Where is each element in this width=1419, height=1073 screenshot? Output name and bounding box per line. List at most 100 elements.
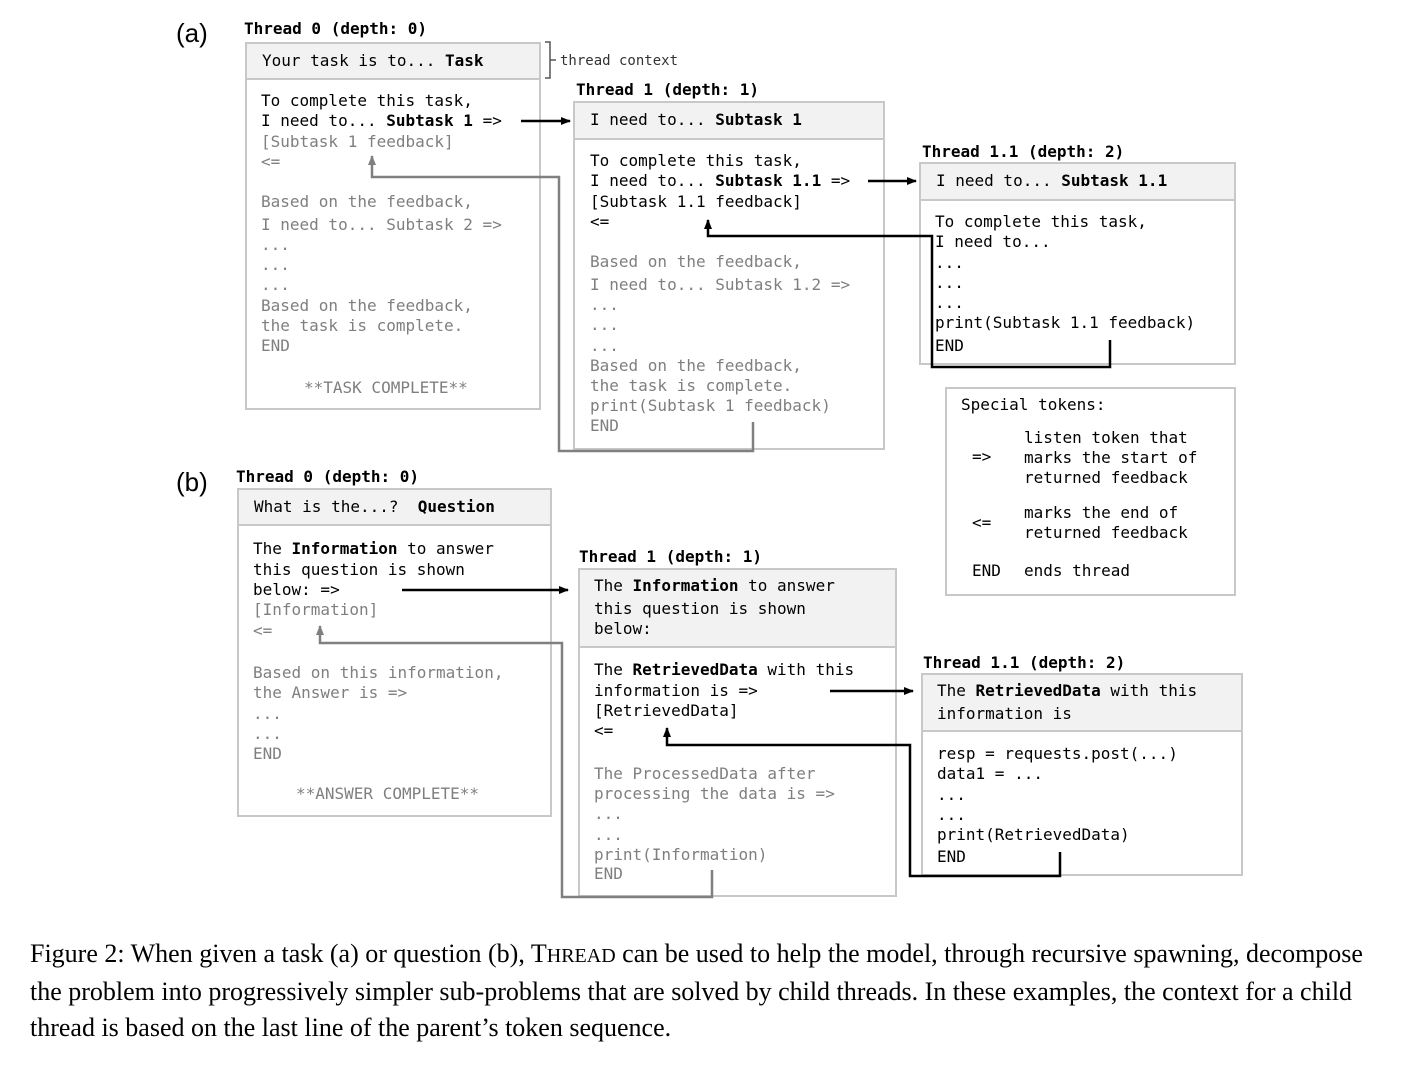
thread1-a-line12: print(Subtask 1 feedback) [590, 396, 831, 415]
thread0-a-head-text: Your task is to... Task [262, 51, 484, 70]
token-end-feedback-desc2: returned feedback [1024, 523, 1188, 542]
thread11-b-head2: information is [937, 704, 1072, 723]
thread0-a-context: Your task is to... Task [247, 44, 539, 80]
thread0-a-status: **TASK COMPLETE** [304, 378, 468, 397]
thread0-b-line10: END [253, 744, 282, 763]
thread11-b-line6: END [937, 847, 966, 866]
thread1-a-line10: Based on the feedback, [590, 356, 802, 375]
thread11-a-line6: print(Subtask 1.1 feedback) [935, 313, 1196, 332]
special-tokens-title: Special tokens: [961, 395, 1106, 414]
thread1-b-line7: ... [594, 804, 623, 823]
figure-caption: Figure 2: When given a task (a) or quest… [30, 939, 1363, 1042]
thread0-a-line1: To complete this task, [261, 91, 473, 110]
token-end-thread-symbol: END [972, 561, 1001, 580]
thread1-a-line6: I need to... Subtask 1.2 => [590, 275, 851, 294]
thread0-b-box: What is the...? Question [237, 488, 552, 817]
thread11-a-line2: I need to... [935, 232, 1051, 251]
thread0-b-head-text: What is the...? Question [254, 497, 495, 516]
thread0-b-line6: Based on this information, [253, 663, 504, 682]
thread11-a-line3: ... [935, 253, 964, 272]
thread11-b-line2: data1 = ... [937, 764, 1043, 783]
special-tokens-legend [945, 387, 1236, 596]
thread11-b-head1: The RetrievedData with this [937, 681, 1198, 700]
thread1-b-head3: below: [594, 619, 652, 638]
thread1-a-line7: ... [590, 295, 619, 314]
thread1-a-line3: [Subtask 1.1 feedback] [590, 192, 802, 211]
thread0-b-line5: <= [253, 621, 273, 640]
thread1-a-line1: To complete this task, [590, 151, 802, 170]
thread11-a-context: I need to... Subtask 1.1 [921, 164, 1234, 201]
thread0-a-line9: ... [261, 275, 290, 294]
thread0-a-line2: I need to... Subtask 1 => [261, 111, 502, 130]
thread1-a-line5: Based on the feedback, [590, 252, 802, 271]
thread1-a-line11: the task is complete. [590, 376, 793, 395]
token-end-thread-desc: ends thread [1024, 561, 1130, 580]
return-arrow-a-t11-t1 [704, 219, 1112, 369]
thread0-a-line8: ... [261, 255, 290, 274]
return-arrow-a-t1-t0 [368, 155, 755, 453]
panel-b-label: (b) [176, 467, 208, 497]
thread0-a-line6: I need to... Subtask 2 => [261, 215, 502, 234]
thread1-b-head1: The Information to answer [594, 576, 835, 595]
thread1-b-line5: The ProcessedData after [594, 764, 816, 783]
thread11-b-line5: print(RetrievedData) [937, 825, 1130, 844]
thread0-b-status: **ANSWER COMPLETE** [296, 784, 480, 803]
token-listen-desc2: marks the start of [1024, 448, 1198, 467]
thread0-a-line10: Based on the feedback, [261, 296, 473, 315]
token-listen-desc3: returned feedback [1024, 468, 1188, 487]
thread11-a-head-text: I need to... Subtask 1.1 [936, 171, 1168, 190]
thread11-a-line7: END [935, 336, 964, 355]
return-arrow-b-t1-t0 [316, 625, 714, 899]
thread11-a-line1: To complete this task, [935, 212, 1147, 231]
thread1-b-line3: [RetrievedData] [594, 701, 739, 720]
thread-context-note: thread context [560, 53, 679, 69]
thread1-b-head2: this question is shown [594, 599, 806, 618]
thread1-a-line8: ... [590, 315, 619, 334]
token-listen-desc1: listen token that [1024, 428, 1188, 447]
thread0-a-line7: ... [261, 235, 290, 254]
thread1-a-title: Thread 1 (depth: 1) [576, 80, 760, 99]
thread1-b-title: Thread 1 (depth: 1) [579, 547, 763, 566]
thread0-b-line4: [Information] [253, 600, 379, 619]
thread1-a-line9: ... [590, 336, 619, 355]
thread1-a-line13: END [590, 416, 619, 435]
thread0-b-title: Thread 0 (depth: 0) [236, 467, 420, 486]
thread0-a-line4: <= [261, 152, 281, 171]
thread11-b-line1: resp = requests.post(...) [937, 744, 1178, 763]
thread1-b-context [580, 570, 895, 648]
thread1-a-head-text: I need to... Subtask 1 [590, 110, 802, 129]
thread0-b-line2: this question is shown [253, 560, 465, 579]
panel-a-label: (a) [176, 18, 208, 48]
thread1-b-line10: END [594, 864, 623, 883]
thread1-b-line6: processing the data is => [594, 784, 835, 803]
thread1-b-line8: ... [594, 825, 623, 844]
thread1-a-box: I need to... Subtask 1 [573, 101, 885, 450]
thread11-a-line5: ... [935, 293, 964, 312]
thread11-a-title: Thread 1.1 (depth: 2) [922, 142, 1125, 161]
thread11-b-title: Thread 1.1 (depth: 2) [923, 653, 1126, 672]
thread0-b-line7: the Answer is => [253, 683, 408, 702]
thread0-a-line11: the task is complete. [261, 316, 464, 335]
thread0-a-line3: [Subtask 1 feedback] [261, 132, 454, 151]
thread0-b-line8: ... [253, 704, 282, 723]
thread11-a-line4: ... [935, 273, 964, 292]
token-end-feedback-symbol: <= [972, 513, 992, 532]
thread-context-bracket [545, 41, 556, 79]
thread1-b-line2: information is => [594, 681, 758, 700]
thread1-b-line4: <= [594, 721, 614, 740]
thread11-b-context [923, 675, 1241, 732]
return-arrow-b-t11-t1 [663, 727, 1062, 878]
thread0-b-line9: ... [253, 724, 282, 743]
thread11-b-line4: ... [937, 805, 966, 824]
token-end-feedback-desc1: marks the end of [1024, 503, 1179, 522]
thread11-b-box [921, 673, 1243, 876]
thread1-a-line4: <= [590, 212, 610, 231]
thread1-a-context: I need to... Subtask 1 [575, 103, 883, 140]
thread1-b-line9: print(Information) [594, 845, 768, 864]
thread1-b-line1: The RetrievedData with this [594, 660, 855, 679]
thread0-a-line12: END [261, 336, 290, 355]
token-listen-symbol: => [972, 447, 992, 466]
thread0-b-context: What is the...? Question [239, 490, 550, 526]
thread1-a-line2: I need to... Subtask 1.1 => [590, 171, 851, 190]
